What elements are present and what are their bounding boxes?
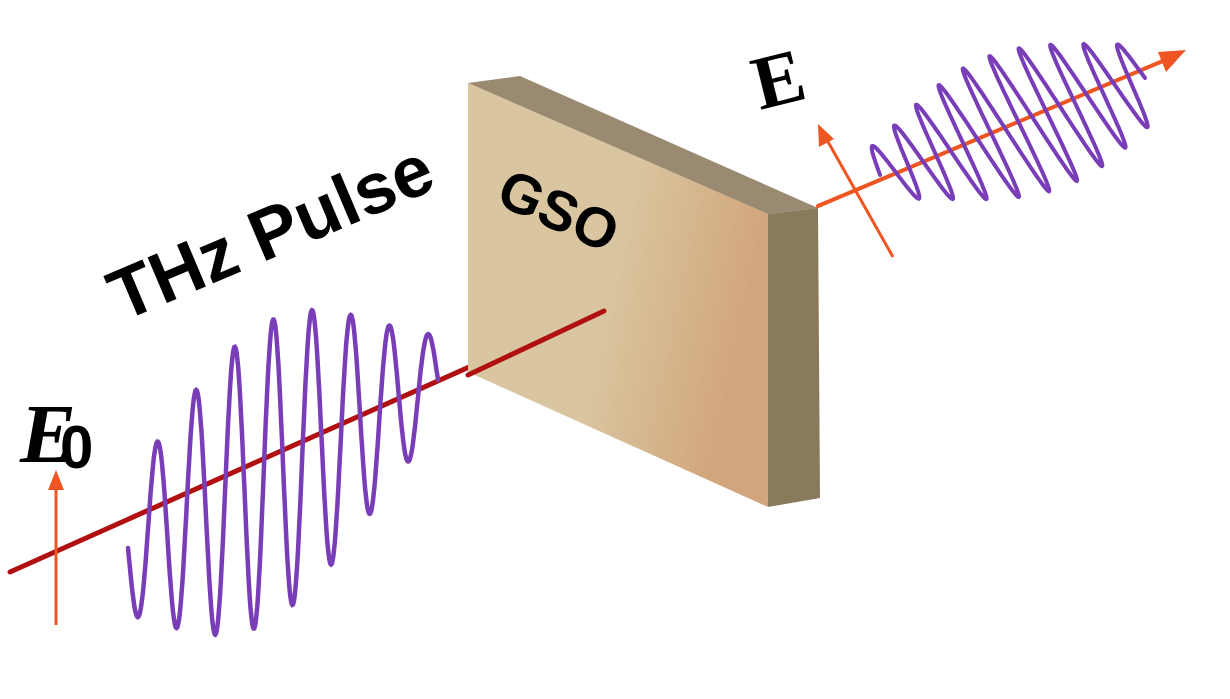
outgoing-beam-line — [816, 56, 1172, 208]
crystal-top-face — [468, 76, 818, 214]
thz-pulse-label: THz Pulse — [97, 129, 445, 337]
crystal-side-face — [768, 208, 820, 507]
input-field-subscript: 0 — [60, 414, 93, 481]
input-field-label: E — [19, 388, 76, 481]
crystal-front-face — [468, 83, 768, 507]
incoming-beam-inside — [465, 308, 607, 378]
input-thz-wave — [125, 307, 441, 638]
output-polarization-arrow — [825, 139, 895, 258]
output-polarization-arrowhead — [818, 124, 834, 147]
output-field-label: E — [744, 33, 814, 127]
outgoing-beam-arrowhead — [1158, 50, 1186, 72]
input-polarization-arrowhead — [48, 470, 64, 490]
output-thz-wave — [869, 41, 1150, 202]
